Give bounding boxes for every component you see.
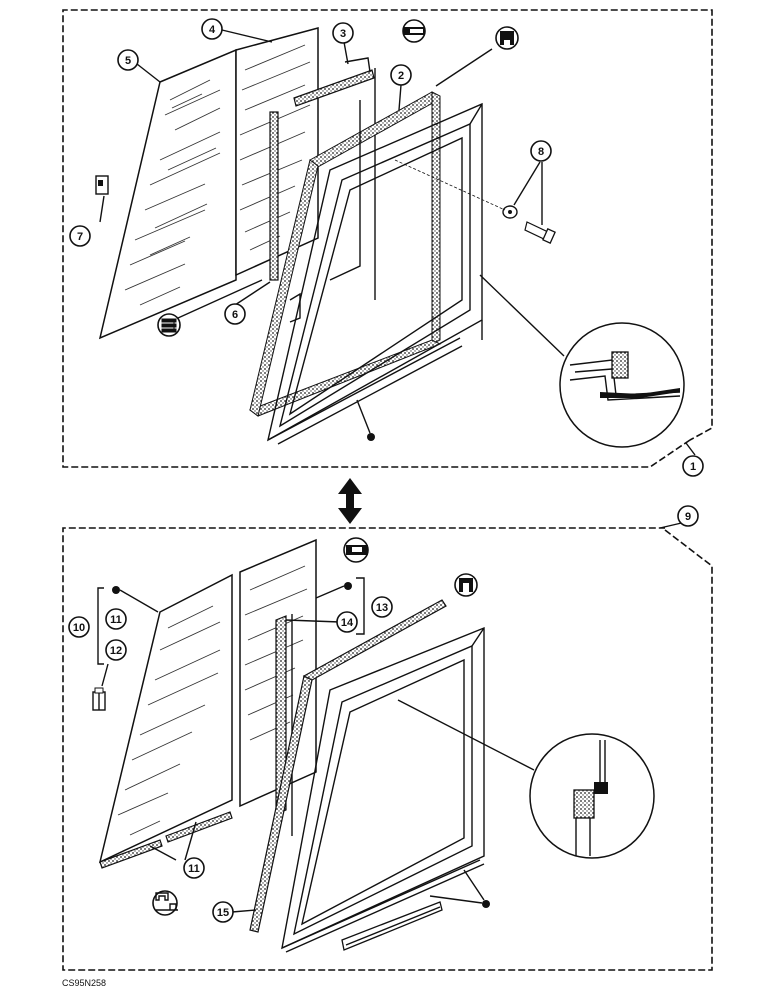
- seal-strip-6: [269, 111, 279, 281]
- callout-9-label: 9: [685, 511, 691, 523]
- callout-13: 13: [371, 596, 393, 618]
- profile-detail-circle-top: [479, 274, 685, 448]
- callout-14-label: 14: [341, 617, 354, 629]
- callout-8-label: 8: [538, 146, 544, 158]
- callout-11-upper-label: 11: [110, 614, 122, 626]
- callout-2: 2: [390, 64, 412, 86]
- callout-10-label: 10: [73, 622, 85, 634]
- callout-12: 12: [105, 639, 127, 661]
- interchange-arrow: [338, 478, 362, 524]
- seal-profile-icon-d: [343, 537, 369, 563]
- door-frame-bottom: [281, 626, 485, 953]
- bolt-nut-8: [394, 159, 556, 244]
- bottom-seal-strips: [99, 811, 233, 869]
- callout-1: 1: [682, 455, 704, 477]
- callout-11-lower-label: 11: [188, 863, 200, 875]
- callout-8: 8: [530, 140, 552, 162]
- seal-strip-15: [249, 599, 447, 933]
- drawing-reference-code: CS95N258: [62, 978, 106, 988]
- glass-pane-11: [98, 573, 233, 864]
- callout-7: 7: [69, 225, 91, 247]
- callout-6-label: 6: [232, 309, 238, 321]
- glass-pane-5: [98, 48, 237, 340]
- callout-9: 9: [677, 505, 699, 527]
- callout-13-label: 13: [376, 602, 388, 614]
- sill-strip: [341, 901, 443, 951]
- clip-12: [92, 687, 106, 711]
- callout-6: 6: [224, 303, 246, 325]
- seal-strip-3: [293, 57, 376, 300]
- callout-5: 5: [117, 49, 139, 71]
- seal-profile-icon-c: [157, 313, 181, 337]
- callout-4-label: 4: [209, 24, 216, 36]
- callout-11-lower: 11: [183, 857, 205, 879]
- seal-profile-icon-f: [152, 890, 178, 916]
- top-assembly-panel: [62, 9, 713, 468]
- seal-profile-icon-b: [495, 26, 519, 50]
- door-frame-top: [266, 102, 483, 445]
- top-panel-border: [62, 9, 713, 468]
- callout-3: 3: [332, 22, 354, 44]
- seal-strip-14: [275, 614, 293, 836]
- callout-1-label: 1: [690, 461, 696, 473]
- profile-detail-circle-bottom: [397, 699, 655, 859]
- callout-10: 10: [68, 616, 90, 638]
- callout-12-label: 12: [110, 645, 122, 657]
- callout-14: 14: [336, 611, 358, 633]
- seal-profile-icon-e: [454, 573, 478, 597]
- reference-dot-top: [367, 433, 375, 441]
- callout-15: 15: [212, 901, 234, 923]
- reference-dot-bottom: [482, 900, 490, 908]
- seal-profile-icon-a: [402, 19, 426, 43]
- clip-7: [95, 175, 109, 195]
- bottom-panel-border: [62, 527, 713, 971]
- callout-5-label: 5: [125, 55, 131, 67]
- bottom-assembly-panel: [62, 520, 713, 971]
- callout-11-upper: 11: [105, 608, 127, 630]
- callout-7-label: 7: [77, 231, 83, 243]
- callout-3-label: 3: [340, 28, 346, 40]
- reference-dot-left: [112, 586, 120, 594]
- reference-dot-right: [344, 582, 352, 590]
- callout-15-label: 15: [217, 907, 229, 919]
- callout-4: 4: [201, 18, 223, 40]
- callout-2-label: 2: [398, 70, 404, 82]
